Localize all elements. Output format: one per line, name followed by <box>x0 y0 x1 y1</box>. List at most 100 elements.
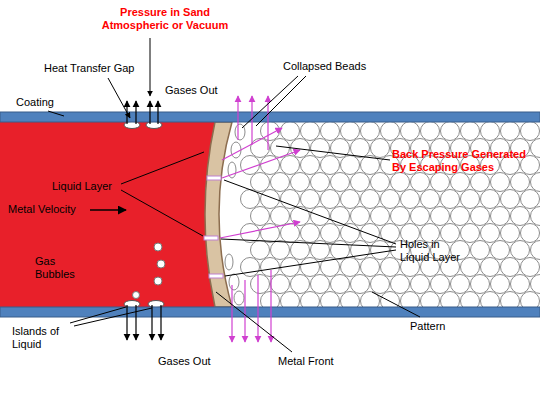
collapsed-beads <box>234 291 244 305</box>
pattern-bead <box>281 190 300 209</box>
pattern-bead <box>321 224 340 243</box>
part-label: Gas Bubbles <box>35 255 87 281</box>
pattern-bead <box>341 258 360 277</box>
gas-arrow <box>135 305 136 340</box>
pattern-bead <box>311 275 330 294</box>
leader-line <box>74 308 152 326</box>
pattern-bead <box>531 139 540 158</box>
pattern-bead <box>501 224 520 243</box>
pattern-bead <box>361 224 380 243</box>
pattern-bead <box>351 207 370 226</box>
pattern-bead <box>421 122 440 141</box>
pattern-bead <box>391 207 410 226</box>
leader-line <box>221 239 396 247</box>
pattern-bead <box>311 139 330 158</box>
pattern-bead <box>371 241 390 260</box>
escaping-gas-arrow <box>244 280 245 342</box>
liquid-island <box>146 122 162 129</box>
pattern-bead <box>271 241 290 260</box>
pattern-bead <box>531 207 540 226</box>
pattern-bead <box>251 139 270 158</box>
pattern-bead <box>361 122 380 141</box>
pattern-bead <box>461 190 480 209</box>
pattern-bead <box>371 207 390 226</box>
pattern-bead <box>481 190 500 209</box>
pattern-bead <box>501 190 520 209</box>
pattern-bead <box>421 190 440 209</box>
part-label: Metal Front <box>278 355 334 368</box>
pattern-bead <box>271 275 290 294</box>
pattern-bead <box>491 275 510 294</box>
gas-bubble <box>133 292 140 299</box>
pattern-bead <box>471 241 490 260</box>
leader-line <box>372 292 420 317</box>
pattern-bead <box>251 275 270 294</box>
collapsed-beads <box>225 124 245 305</box>
escaping-gas-arrow <box>251 96 252 145</box>
pattern-bead <box>381 122 400 141</box>
part-label: Pattern <box>410 320 445 333</box>
pattern-bead <box>501 292 520 308</box>
pattern-bead <box>291 275 310 294</box>
pattern-bead <box>301 122 320 141</box>
pattern-bead <box>481 224 500 243</box>
pattern-bead <box>331 275 350 294</box>
pattern-bead <box>351 275 370 294</box>
escaping-gas-arrow <box>231 285 232 342</box>
escaping-gas-arrow <box>220 222 300 238</box>
pattern-bead <box>401 292 420 308</box>
layer-hole <box>209 274 223 278</box>
pattern-bead <box>481 122 500 141</box>
pattern-bead <box>381 190 400 209</box>
pattern-bead <box>261 258 280 277</box>
part-label: Holes in Liquid Layer <box>400 238 472 264</box>
pattern-bead <box>331 241 350 260</box>
pattern-bead <box>281 122 300 141</box>
pattern-bead <box>511 241 530 260</box>
pattern-bead <box>441 292 460 308</box>
pattern-bead <box>451 173 470 192</box>
pattern-bead <box>301 292 320 308</box>
flow-label: Metal Velocity <box>8 203 76 216</box>
leader-line <box>256 76 306 126</box>
velocity-arrow <box>90 209 126 211</box>
leader-line <box>108 78 130 118</box>
layer-hole <box>204 176 223 278</box>
pattern-bead <box>381 258 400 277</box>
pattern-bead <box>441 122 460 141</box>
pattern-bead <box>441 224 460 243</box>
pattern-bead <box>431 207 450 226</box>
molten-metal <box>0 122 215 307</box>
pattern-bead <box>411 173 430 192</box>
leader-line <box>276 146 390 160</box>
gas-bubble <box>157 260 165 268</box>
gas-label: Gases Out <box>158 355 211 368</box>
pattern-bead <box>251 207 270 226</box>
pattern-bead <box>321 122 340 141</box>
pattern-bead <box>351 139 370 158</box>
pattern-bead <box>531 241 540 260</box>
gas-bubble <box>133 243 166 299</box>
pattern-bead <box>291 173 310 192</box>
pattern-bead <box>391 275 410 294</box>
pattern-bead <box>461 292 480 308</box>
pattern-bead <box>401 190 420 209</box>
pattern-bead <box>291 207 310 226</box>
pattern-bead <box>531 275 540 294</box>
pattern-bead <box>321 156 340 175</box>
pattern-bead <box>521 258 540 277</box>
pattern-bead <box>471 173 490 192</box>
pattern-bead <box>341 156 360 175</box>
pattern-bead <box>361 190 380 209</box>
pattern-bead <box>321 190 340 209</box>
escaping-gas-arrow <box>257 275 258 342</box>
part-label: Liquid Layer <box>52 180 112 193</box>
pattern-bead <box>281 224 300 243</box>
pattern-bead <box>491 241 510 260</box>
pattern-bead <box>301 190 320 209</box>
pressure-note: Pressure in Sand Atmospheric or Vacuum <box>90 6 240 32</box>
pattern-bead <box>301 224 320 243</box>
pattern-bead <box>271 173 290 192</box>
pattern-bead <box>491 207 510 226</box>
pattern-bead <box>251 173 270 192</box>
